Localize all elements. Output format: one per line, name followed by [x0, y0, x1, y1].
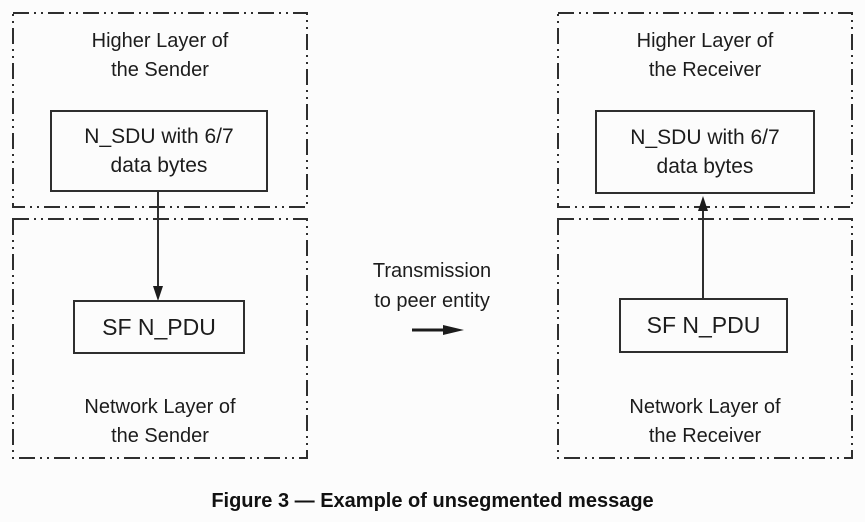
receiver-sf-n-pdu-label: SF N_PDU	[646, 312, 761, 339]
receiver-higher-layer-label: Higher Layer of the Receiver	[636, 30, 774, 81]
transmission-label: Transmission to peer entity	[372, 260, 492, 312]
receiver-n-sdu-box: N_SDU with 6/7 data bytes	[595, 110, 815, 194]
sender-higher-layer-border	[12, 12, 308, 208]
receiver-arrow-up-icon	[698, 196, 708, 211]
sender-sf-n-pdu-box: SF N_PDU	[73, 300, 245, 354]
transmission-arrow-right-icon	[443, 325, 464, 335]
receiver-network-layer-border	[557, 218, 853, 459]
sender-network-layer-border	[12, 218, 308, 459]
receiver-sf-n-pdu-box: SF N_PDU	[619, 298, 788, 353]
receiver-n-sdu-label: N_SDU with 6/7 data bytes	[630, 125, 780, 178]
sender-sf-n-pdu-label: SF N_PDU	[102, 313, 216, 340]
sender-arrow-down-icon	[153, 286, 163, 301]
figure-caption: Figure 3 — Example of unsegmented messag…	[211, 490, 654, 512]
sender-higher-layer-label: Higher Layer of the Sender	[91, 30, 229, 81]
receiver-network-layer-label: Network Layer of the Receiver	[629, 396, 781, 447]
sender-n-sdu-label: N_SDU with 6/7 data bytes	[84, 124, 234, 177]
sender-n-sdu-box: N_SDU with 6/7 data bytes	[50, 110, 268, 192]
sender-network-layer-label: Network Layer of the Sender	[84, 396, 236, 447]
